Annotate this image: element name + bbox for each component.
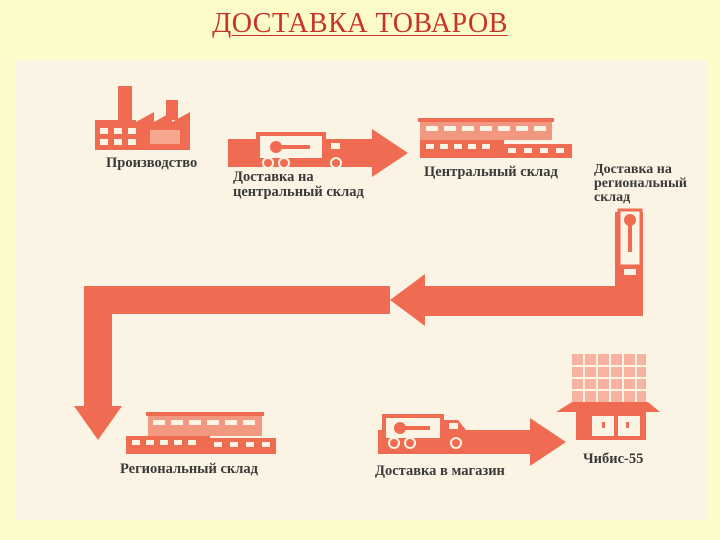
- truck-icon: [382, 414, 466, 449]
- label-store: Чибис-55: [583, 451, 644, 467]
- label-delivery-regional: Доставка на региональный склад: [594, 162, 687, 205]
- store-icon: [556, 354, 660, 440]
- page-title: ДОСТАВКА ТОВАРОВ: [212, 8, 508, 39]
- label-production: Производство: [106, 155, 198, 171]
- label-central-warehouse: Центральный склад: [424, 164, 558, 180]
- arrow-return-path: [74, 212, 643, 440]
- truck-icon: [256, 132, 346, 169]
- label-delivery-store: Доставка в магазин: [375, 463, 505, 479]
- label-delivery-central: Доставка на центральный склад: [233, 169, 364, 200]
- warehouse-icon: [418, 118, 572, 158]
- warehouse-icon: [126, 412, 276, 454]
- label-regional-warehouse: Региональный склад: [120, 461, 258, 477]
- truck-icon: [617, 208, 643, 280]
- factory-icon: [95, 86, 190, 150]
